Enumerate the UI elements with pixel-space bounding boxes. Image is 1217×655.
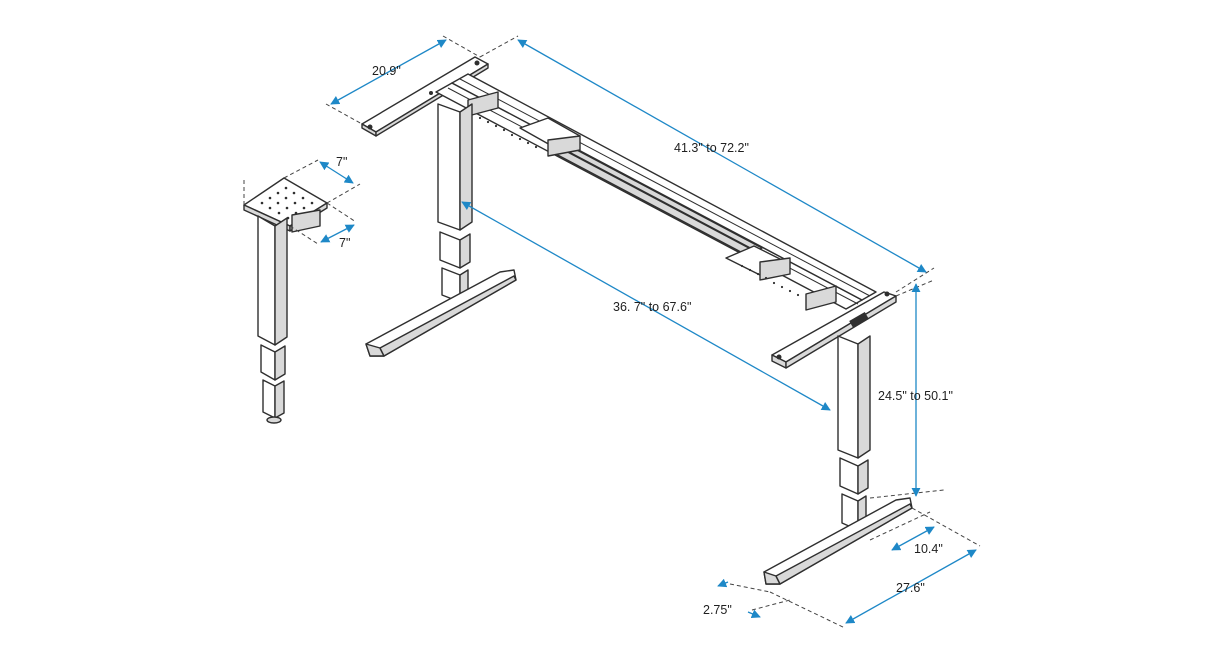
desk-frame bbox=[361, 56, 913, 585]
inner-width-label: 36. 7" to 67.6" bbox=[613, 300, 691, 314]
inner-width-arrow bbox=[461, 201, 831, 411]
left-leg-column bbox=[437, 103, 461, 231]
plate-a-arrow bbox=[319, 161, 354, 184]
frame-length-arrow bbox=[517, 39, 927, 273]
top-bracket-width-arrow bbox=[330, 39, 447, 105]
right-leg-column bbox=[837, 335, 859, 459]
plate-b-label: 7" bbox=[339, 236, 350, 250]
height-range-label: 24.5" to 50.1" bbox=[878, 389, 953, 403]
top-bracket-width-label: 20.9" bbox=[372, 64, 401, 78]
foot-depth-arrow bbox=[845, 549, 977, 624]
dimension-labels: 20.9" 41.3" to 72.2" 36. 7" to 67.6" 24.… bbox=[336, 64, 953, 617]
frame-length-label: 41.3" to 72.2" bbox=[674, 141, 749, 155]
foot-width-label: 10.4" bbox=[914, 542, 943, 556]
plate-a-label: 7" bbox=[336, 155, 347, 169]
foot-height-label: 2.75" bbox=[703, 603, 732, 617]
foot-width-arrow bbox=[891, 526, 935, 551]
dimension-arrows bbox=[319, 39, 977, 624]
detached-leg-column bbox=[243, 177, 328, 424]
control-box bbox=[849, 312, 869, 328]
foot-height-arrow-bottom bbox=[747, 609, 761, 619]
foot-height-arrow-top bbox=[717, 578, 729, 588]
plate-holes bbox=[260, 186, 314, 220]
foot-depth-label: 27.6" bbox=[896, 581, 925, 595]
plate-b-arrow bbox=[320, 224, 355, 243]
extension-lines bbox=[243, 35, 981, 629]
